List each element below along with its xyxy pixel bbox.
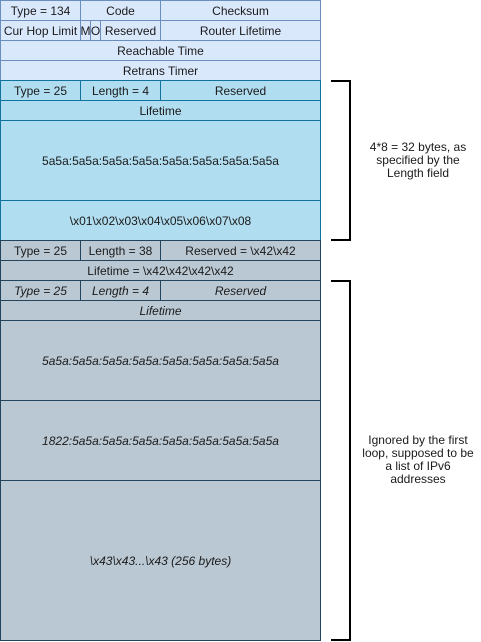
opt1-length: Length = 4 xyxy=(80,80,161,101)
bracket-option1 xyxy=(331,80,351,241)
opt1-address-2: \x01\x02\x03\x04\x05\x06\x07\x08 xyxy=(0,200,321,241)
opt2-inner-lifetime: Lifetime xyxy=(0,300,321,321)
field-reserved: Reserved xyxy=(100,20,161,41)
opt2-inner-reserved: Reserved xyxy=(160,280,321,301)
opt1-lifetime: Lifetime xyxy=(0,100,321,121)
field-code: Code xyxy=(80,0,161,21)
annotation-line: specified by the xyxy=(376,153,460,167)
annotation-length-note: 4*8 = 32 bytes, as specified by the Leng… xyxy=(355,141,481,180)
opt2-lifetime: Lifetime = \x42\x42\x42\x42 xyxy=(0,260,321,281)
annotation-line: a list of IPv6 xyxy=(385,459,451,473)
opt2-padding: \x43\x43...\x43 (256 bytes) xyxy=(0,480,321,641)
annotation-line: 4*8 = 32 bytes, as xyxy=(369,140,467,154)
annotation-line: loop, supposed to be xyxy=(362,446,474,460)
opt1-address-1: 5a5a:5a5a:5a5a:5a5a:5a5a:5a5a:5a5a:5a5a xyxy=(0,120,321,201)
field-router-lifetime: Router Lifetime xyxy=(160,20,321,41)
annotation-ignored-note: Ignored by the first loop, supposed to b… xyxy=(355,434,481,486)
opt1-type: Type = 25 xyxy=(0,80,81,101)
opt2-inner-type: Type = 25 xyxy=(0,280,81,301)
opt1-reserved: Reserved xyxy=(160,80,321,101)
field-checksum: Checksum xyxy=(160,0,321,21)
opt2-address-1: 5a5a:5a5a:5a5a:5a5a:5a5a:5a5a:5a5a:5a5a xyxy=(0,320,321,401)
annotation-line: Length field xyxy=(386,166,450,180)
annotation-line: Ignored by the first xyxy=(368,433,468,447)
bracket-option2 xyxy=(331,280,351,641)
annotation-line: addresses xyxy=(390,472,446,486)
